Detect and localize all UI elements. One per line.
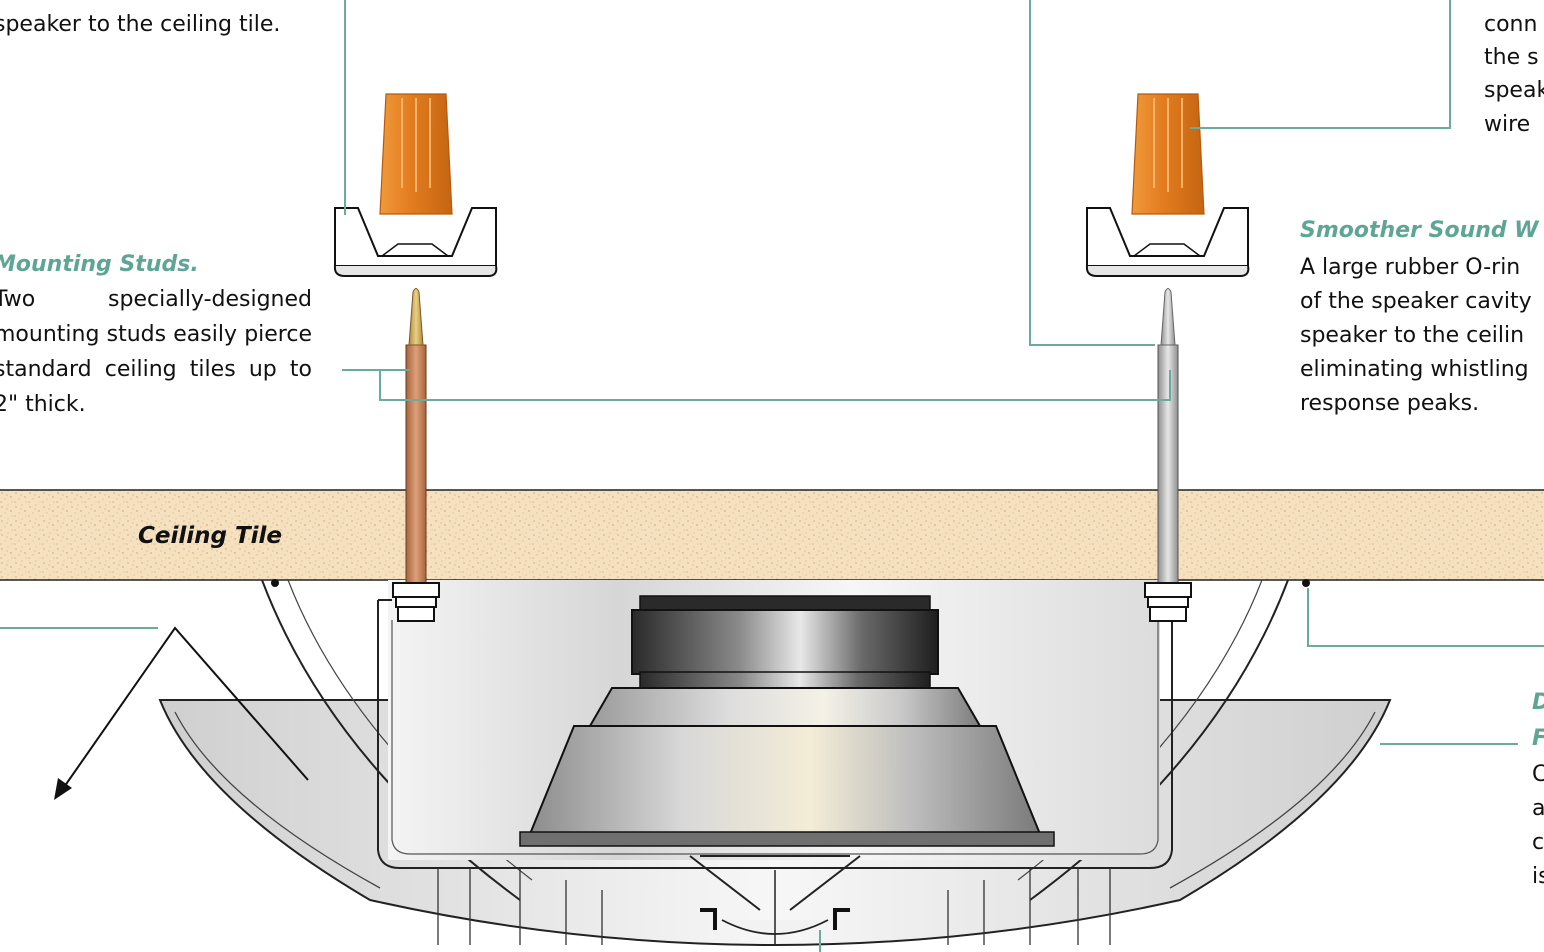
- mounting-studs-line-1: Two specially-designed: [0, 287, 312, 312]
- top-right-line-3: speak: [1484, 78, 1544, 103]
- bottom-right-heading-1: D: [1532, 688, 1544, 717]
- mounting-studs-line-4: 2" thick.: [0, 392, 86, 417]
- top-right-line-2: the s: [1484, 45, 1539, 70]
- smoother-sound-line-5: response peaks.: [1300, 391, 1480, 416]
- smoother-sound-line-1: A large rubber O-rin: [1300, 255, 1521, 280]
- top-right-line-1: conn: [1484, 12, 1538, 37]
- right-mounting-stud: [1144, 288, 1192, 622]
- top-left-caption-tail: speaker to the ceiling tile.: [0, 12, 281, 37]
- smoother-sound-line-3: speaker to the ceilin: [1300, 323, 1525, 348]
- woofer-driver: [519, 595, 1055, 847]
- tweeter-mount: [437, 855, 1111, 945]
- smoother-sound-line-4: eliminating whistling: [1300, 357, 1529, 382]
- bottom-right-line-3: c: [1532, 830, 1544, 855]
- bottom-right-line-2: a: [1532, 796, 1544, 821]
- dispersion-arrow: [54, 626, 309, 800]
- bottom-right-line-4: is: [1532, 864, 1544, 889]
- smoother-sound-heading: Smoother Sound W: [1300, 218, 1539, 243]
- mounting-studs-line-2: mounting studs easily pierce: [0, 322, 312, 347]
- top-right-line-4: wire: [1484, 112, 1531, 137]
- bottom-right-line-1: C: [1532, 762, 1544, 787]
- right-wire-nut: [1085, 93, 1250, 277]
- mounting-studs-line-3: standard ceiling tiles up to: [0, 357, 312, 382]
- left-mounting-stud: [392, 288, 440, 622]
- mounting-studs-heading: Mounting Studs.: [0, 252, 199, 277]
- left-wire-nut: [333, 93, 498, 277]
- ceiling-tile-label: Ceiling Tile: [138, 523, 283, 549]
- smoother-sound-line-2: of the speaker cavity: [1300, 289, 1532, 314]
- bottom-right-heading-2: F: [1532, 724, 1544, 753]
